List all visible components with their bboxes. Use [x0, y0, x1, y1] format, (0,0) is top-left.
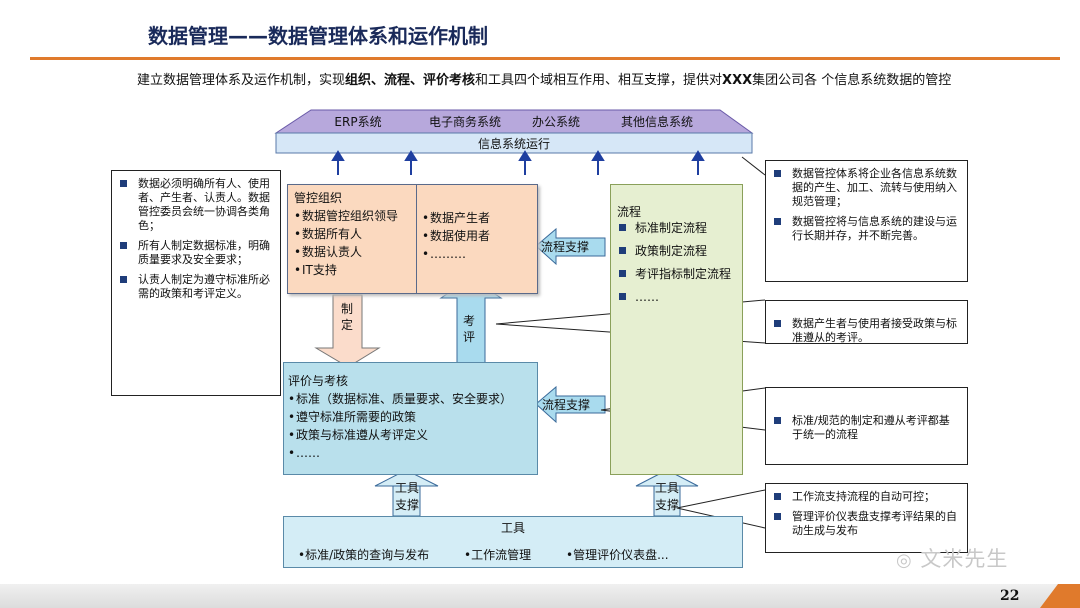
formulate-arrow — [314, 294, 381, 368]
formulate-label: 制定 — [341, 302, 354, 332]
intro-part-1: 建立数据管理体系及运作机制，实现 — [137, 73, 346, 88]
tool-support-arrow-left-head — [374, 469, 439, 487]
evaluation-list: 标准（数据标准、质量要求、安全要求） 遵守标准所需要的政策 政策与标准遵从考评定… — [288, 390, 538, 462]
intro-part-3: 和工具四个域相互作用、相互支撑，提供对 — [475, 73, 723, 88]
footer-accent — [1040, 584, 1080, 608]
right-note-3: 标准/规范的制定和遵从考评都基于统一的流程 — [765, 387, 968, 465]
left-note: 数据必须明确所有人、使用者、产生者、认责人。数据管控委员会统一协调各类角色； 所… — [111, 170, 281, 396]
page-number: 22 — [1000, 588, 1020, 604]
note-item: 标准/规范的制定和遵从考评都基于统一的流程 — [774, 414, 959, 442]
intro-part-2: 组织、流程、评价考核 — [345, 73, 476, 88]
note-item: 数据必须明确所有人、使用者、产生者、认责人。数据管控委员会统一协调各类角色； — [120, 177, 272, 233]
process-item: 政策制定流程 — [617, 242, 742, 260]
process-item: 考评指标制定流程 — [617, 265, 742, 283]
tools-item: •标准/政策的查询与发布 — [298, 548, 430, 562]
right-note-2: 数据产生者与使用者接受政策与标准遵从的考评。 — [765, 300, 968, 344]
evaluation-box: 评价与考核 标准（数据标准、质量要求、安全要求） 遵守标准所需要的政策 政策与标… — [283, 362, 538, 475]
right-note-4: 工作流支持流程的自动可控； 管理评价仪表盘支撑考评结果的自动生成与发布 — [765, 483, 968, 553]
process-support-label-bottom: 流程支撑 — [542, 398, 591, 412]
process-support-arrow-bottom — [535, 385, 606, 424]
process-box: 流程 标准制定流程 政策制定流程 考评指标制定流程 …… — [610, 184, 743, 475]
system-other: 其他信息系统 — [620, 115, 693, 129]
right-note-1: 数据管控体系将企业各信息系统数据的产生、加工、流转与使用纳入规范管理； 数据管控… — [765, 160, 968, 282]
system-up-arrows — [331, 150, 705, 175]
tools-box: 工具 •标准/政策的查询与发布 •工作流管理 •管理评价仪表盘... — [283, 516, 743, 568]
system-erp: ERP系统 — [334, 115, 382, 129]
note-item: 数据产生者与使用者接受政策与标准遵从的考评。 — [774, 317, 959, 345]
org-item: IT支持 — [294, 261, 418, 279]
process-item: …… — [617, 288, 742, 306]
process-list: 标准制定流程 政策制定流程 考评指标制定流程 …… — [617, 219, 742, 311]
systems-run-label: 信息系统运行 — [477, 137, 550, 151]
org-item: 数据管控组织领导 — [294, 207, 418, 225]
tool-support-label-right: 工具支撑 — [654, 481, 679, 512]
control-org-left-list: 数据管控组织领导 数据所有人 数据认责人 IT支持 — [294, 207, 418, 279]
system-ecommerce: 电子商务系统 — [428, 115, 501, 129]
evaluation-item: 标准（数据标准、质量要求、安全要求） — [288, 390, 538, 408]
intro-part-4: XXX — [722, 73, 753, 88]
process-item: 标准制定流程 — [617, 219, 742, 237]
org-item: ……… — [422, 245, 534, 263]
evaluation-item: 遵守标准所需要的政策 — [288, 408, 538, 426]
note-item: 工作流支持流程的自动可控； — [774, 490, 959, 504]
note-item: 认责人制定为遵守标准所必需的政策和考评定义。 — [120, 273, 272, 301]
system-office: 办公系统 — [531, 115, 580, 129]
footer-bar — [0, 584, 1080, 608]
intro-text: 建立数据管理体系及运作机制，实现组织、流程、评价考核和工具四个域相互作用、相互支… — [137, 71, 957, 90]
page-title: 数据管理——数据管理体系和运作机制 — [148, 24, 488, 48]
process-title: 流程 — [617, 205, 642, 219]
org-item: 数据认责人 — [294, 243, 418, 261]
tools-item: •管理评价仪表盘... — [566, 548, 669, 562]
note-item: 所有人制定数据标准，明确质量要求及安全要求； — [120, 239, 272, 267]
note-item: 数据管控将与信息系统的建设与运行长期并存，并不断完善。 — [774, 215, 959, 243]
control-org-title: 管控组织 — [294, 191, 343, 205]
tool-support-label-left: 工具支撑 — [394, 481, 419, 512]
note-item: 数据管控体系将企业各信息系统数据的产生、加工、流转与使用纳入规范管理； — [774, 167, 959, 209]
process-support-arrow-top — [535, 227, 606, 266]
org-item: 数据所有人 — [294, 225, 418, 243]
note-item: 管理评价仪表盘支撑考评结果的自动生成与发布 — [774, 510, 959, 538]
evaluation-item: 政策与标准遵从考评定义 — [288, 426, 538, 444]
org-item: 数据使用者 — [422, 227, 534, 245]
tool-support-arrow-right-head — [635, 469, 699, 487]
intro-part-5: 集团公司各 个信息系统数据的管控 — [752, 73, 952, 88]
process-support-label-top: 流程支撑 — [541, 240, 590, 254]
tools-item: •工作流管理 — [464, 548, 532, 562]
watermark-icon: ◎ — [896, 550, 913, 571]
control-org-box: 管控组织 数据管控组织领导 数据所有人 数据认责人 IT支持 数据产生者 数据使… — [287, 184, 538, 294]
systems-run-bar — [275, 132, 753, 154]
tools-title: 工具 — [500, 521, 525, 535]
evaluation-item: …… — [288, 444, 538, 462]
evaluation-title: 评价与考核 — [288, 374, 349, 388]
watermark: ◎ 文米先生 — [896, 547, 1009, 571]
title-divider — [30, 57, 1060, 60]
org-item: 数据产生者 — [422, 209, 534, 227]
assess-label: 考评 — [463, 314, 476, 344]
control-org-right-list: 数据产生者 数据使用者 ……… — [422, 209, 534, 263]
